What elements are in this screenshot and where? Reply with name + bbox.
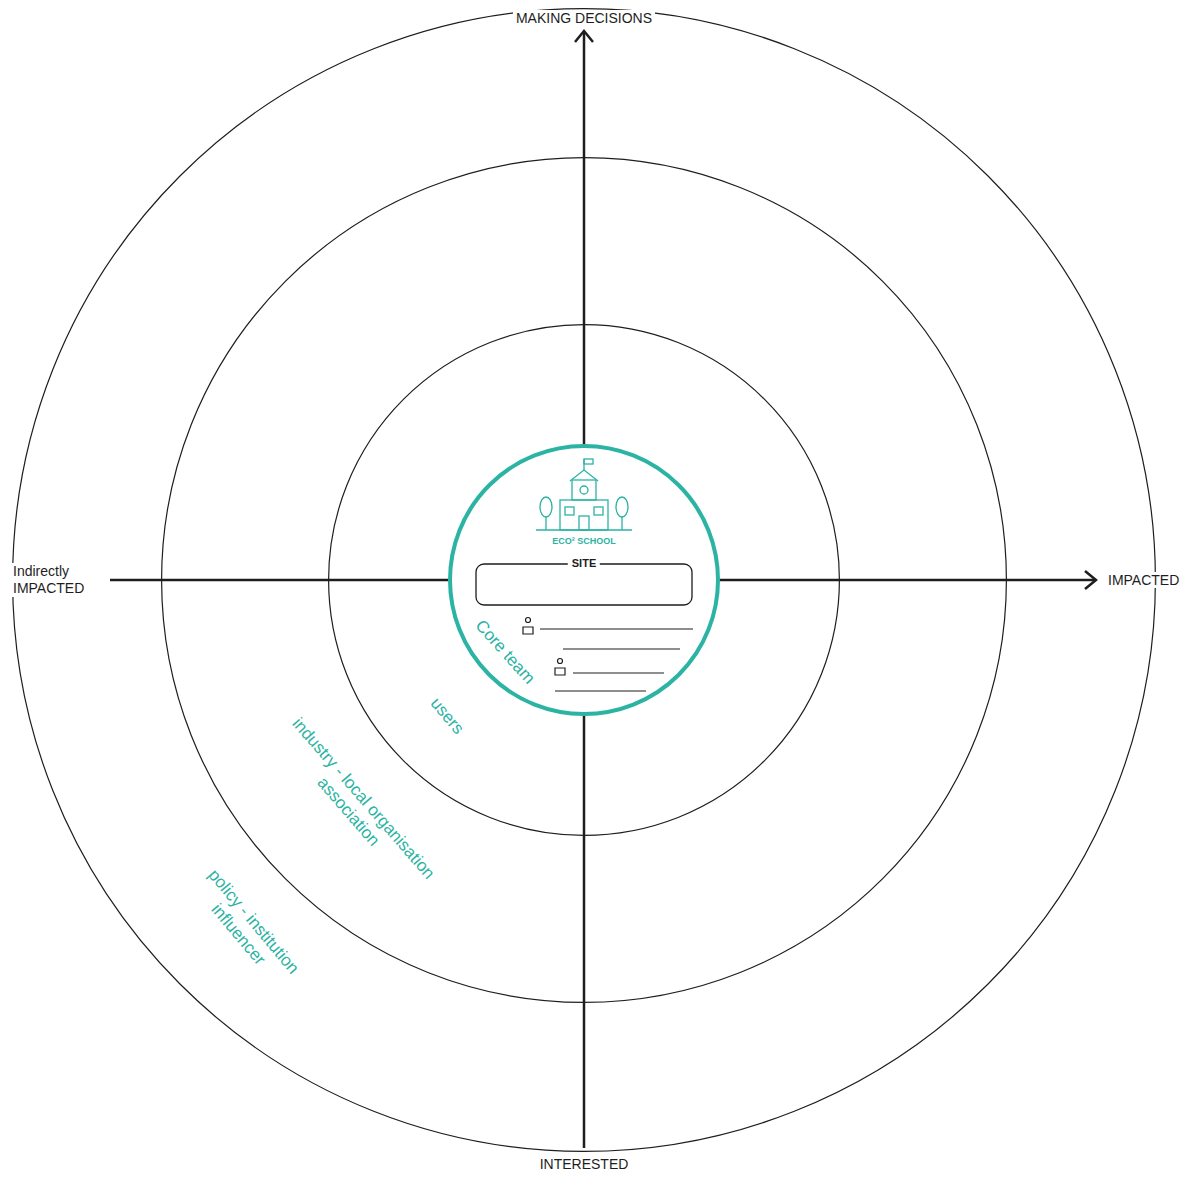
core-team-label: Core team xyxy=(461,605,549,700)
name-line xyxy=(555,690,646,691)
ring-label: industry - local organisation associatio… xyxy=(254,692,457,918)
ground-line xyxy=(536,529,632,530)
arrow-head xyxy=(575,31,593,42)
circle-outline xyxy=(12,8,1156,1152)
school-window xyxy=(565,507,574,515)
circle-outline xyxy=(450,446,718,714)
axis-line xyxy=(720,579,1096,582)
name-line xyxy=(573,672,664,673)
school-roof xyxy=(570,470,598,481)
core-circle: ECO² SCHOOL SITE Core team xyxy=(448,444,720,716)
tree xyxy=(616,497,628,517)
name-line xyxy=(540,628,693,629)
arrow-head xyxy=(1085,571,1096,589)
axes xyxy=(110,31,1096,1148)
axis-line xyxy=(110,579,448,582)
field-title: SITE xyxy=(568,557,600,570)
ring-label: users xyxy=(417,683,477,749)
school-icon xyxy=(536,459,632,530)
circle-outline xyxy=(328,324,840,836)
circle-outline xyxy=(161,157,1007,1003)
person-icon xyxy=(526,618,531,623)
ring-label: policy - institution influencer xyxy=(172,845,321,1012)
stakeholder-ring: users ECO² SCHOOL SITE Core team xyxy=(328,324,840,836)
core-team-fields xyxy=(523,618,693,692)
stakeholder-ring: industry - local organisation associatio… xyxy=(161,157,1007,1003)
axis-label: IMPACTED xyxy=(1105,572,1182,589)
flag xyxy=(584,459,593,464)
person-icon xyxy=(558,659,563,664)
stakeholder-ring: policy - institution influencerindustry … xyxy=(12,8,1156,1152)
school-building xyxy=(560,500,608,530)
circle-outline xyxy=(162,158,1007,1003)
axis-label: MAKING DECISIONS xyxy=(513,10,655,27)
school-clock xyxy=(580,486,588,494)
tree-trunk xyxy=(545,517,546,530)
axis-line xyxy=(583,716,586,1148)
axis-line xyxy=(583,32,586,444)
circle-outline xyxy=(329,325,840,836)
logo-text: ECO² SCHOOL xyxy=(534,536,634,546)
circle-outline xyxy=(13,9,1156,1152)
site-field xyxy=(476,564,692,605)
tree-trunk xyxy=(621,517,622,530)
school-door xyxy=(579,516,589,530)
axis-label: Indirectly IMPACTED xyxy=(10,563,108,597)
person-icon xyxy=(523,627,533,634)
name-line xyxy=(563,648,680,649)
person-icon xyxy=(555,668,565,675)
axis-label: INTERESTED xyxy=(537,1156,632,1173)
school-window xyxy=(594,507,603,515)
school-tower xyxy=(572,480,596,500)
circle-outline xyxy=(448,444,720,716)
tree xyxy=(540,497,552,517)
